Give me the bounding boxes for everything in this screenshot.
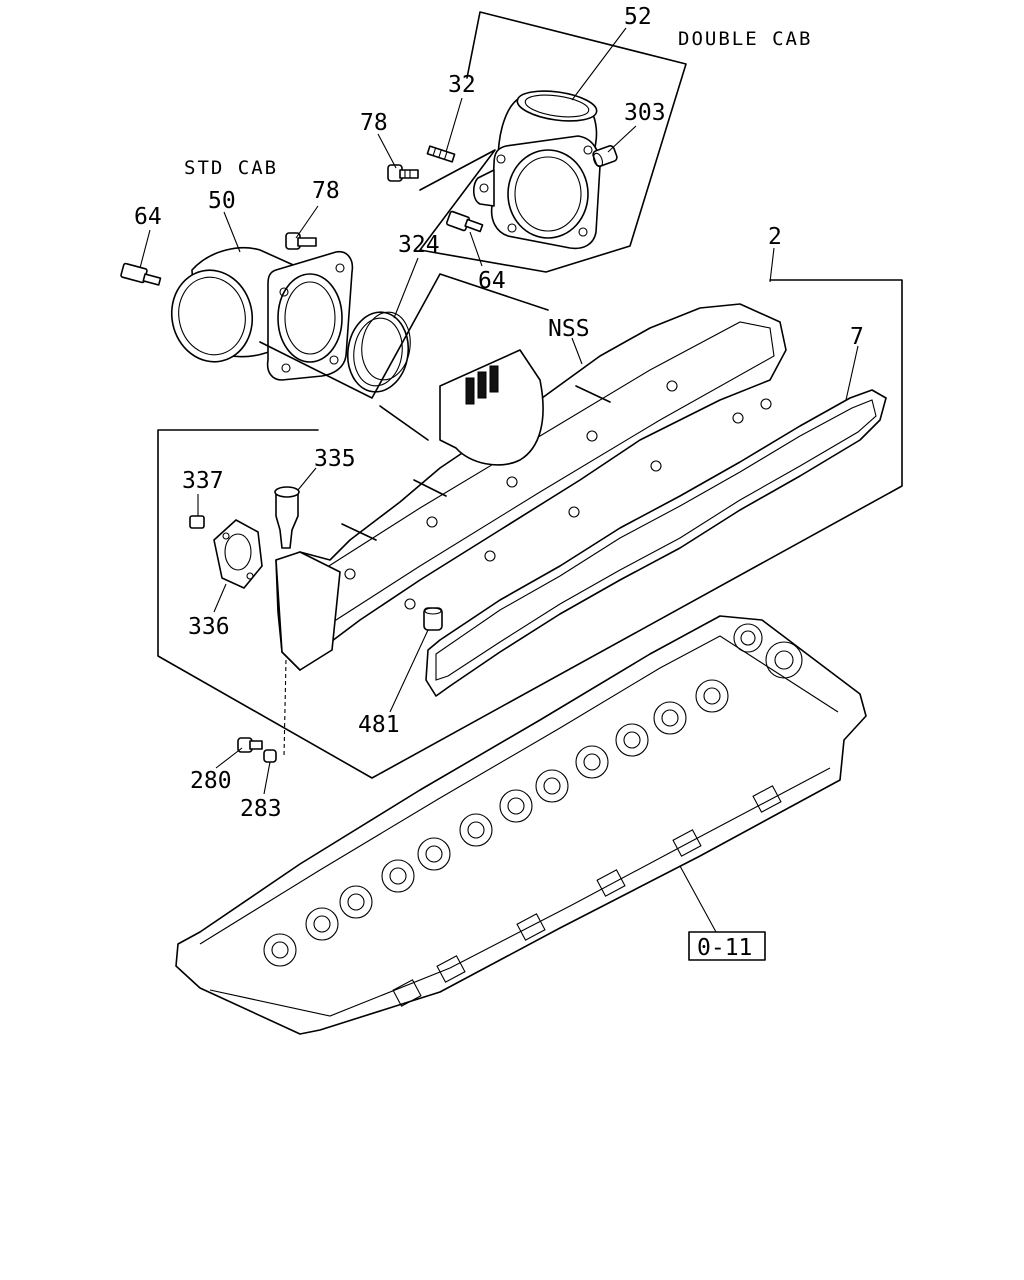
callout-52: 52 — [624, 4, 652, 30]
cylinder-head — [175, 615, 867, 1035]
callout-324: 324 — [398, 232, 440, 258]
sensor-335 — [274, 486, 300, 549]
callout-32: 32 — [448, 72, 476, 98]
intake-elbow-std-cab — [170, 247, 354, 381]
plug-481 — [423, 607, 443, 631]
intake-manifold-2 — [275, 303, 787, 671]
nut-283 — [263, 749, 277, 763]
callout-7: 7 — [850, 324, 864, 350]
gasket-ring-324 — [346, 311, 411, 393]
leader-lines — [139, 27, 859, 933]
bolt-337 — [189, 515, 205, 529]
stud-32 — [426, 145, 456, 163]
intake-elbow-double-cab — [472, 90, 601, 250]
callout-335: 335 — [314, 446, 356, 472]
reference-box — [688, 931, 766, 961]
callout-78-left: 78 — [312, 178, 340, 204]
callout-50: 50 — [208, 188, 236, 214]
callout-303: 303 — [624, 100, 666, 126]
callout-64-left: 64 — [134, 204, 162, 230]
reference-label: 0-11 — [697, 935, 752, 961]
stud-64-std-cab — [120, 262, 162, 286]
callout-337: 337 — [182, 468, 224, 494]
bolt-78-double-cab — [387, 164, 419, 182]
gasket-7 — [425, 389, 887, 697]
bracket-part-2 — [157, 279, 903, 779]
callout-2: 2 — [768, 224, 782, 250]
stud-64-double-cab — [445, 210, 484, 233]
callout-64-right: 64 — [478, 268, 506, 294]
callout-283: 283 — [240, 796, 282, 822]
callout-280: 280 — [190, 768, 232, 794]
label-std-cab: STD CAB — [184, 157, 278, 179]
bolt-78-std-cab — [285, 232, 317, 250]
callout-78-upper: 78 — [360, 110, 388, 136]
double-cab-group-bracket — [419, 11, 687, 273]
fitting-303 — [592, 145, 618, 168]
callout-nss: NSS — [548, 316, 590, 342]
bolt-280 — [237, 737, 263, 753]
label-double-cab: DOUBLE CAB — [678, 28, 812, 50]
callout-481: 481 — [358, 712, 400, 738]
flange-cover-336 — [213, 519, 263, 589]
callout-336: 336 — [188, 614, 230, 640]
